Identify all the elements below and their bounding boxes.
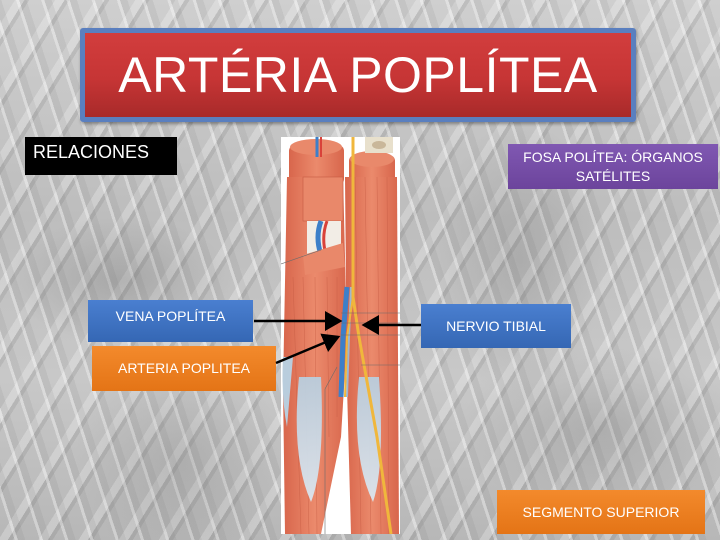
anatomy-illustration bbox=[281, 137, 400, 534]
segmento-superior-label: SEGMENTO SUPERIOR bbox=[497, 490, 705, 534]
title-banner: ARTÉRIA POPLÍTEA bbox=[80, 28, 636, 122]
arteria-poplitea-text: ARTERIA POPLITEA bbox=[117, 360, 250, 377]
segmento-superior-text: SEGMENTO SUPERIOR bbox=[522, 503, 680, 520]
relaciones-label: RELACIONES bbox=[25, 137, 177, 175]
fosa-poplitea-text: FOSA POLÍTEA: ÓRGANOS SATÉLITES bbox=[523, 148, 703, 184]
vena-poplitea-label: VENA POPLÍTEA bbox=[88, 300, 253, 342]
arteria-poplitea-label: ARTERIA POPLITEA bbox=[92, 346, 276, 391]
leg-muscles-illustration bbox=[281, 137, 400, 534]
fosa-poplitea-label: FOSA POLÍTEA: ÓRGANOS SATÉLITES bbox=[508, 144, 718, 189]
nervio-tibial-text: NERVIO TIBIAL bbox=[446, 317, 546, 334]
relaciones-text: RELACIONES bbox=[33, 141, 150, 162]
nervio-tibial-label: NERVIO TIBIAL bbox=[421, 304, 571, 348]
vena-poplitea-text: VENA POPLÍTEA bbox=[115, 307, 226, 324]
slide-title: ARTÉRIA POPLÍTEA bbox=[118, 47, 598, 103]
